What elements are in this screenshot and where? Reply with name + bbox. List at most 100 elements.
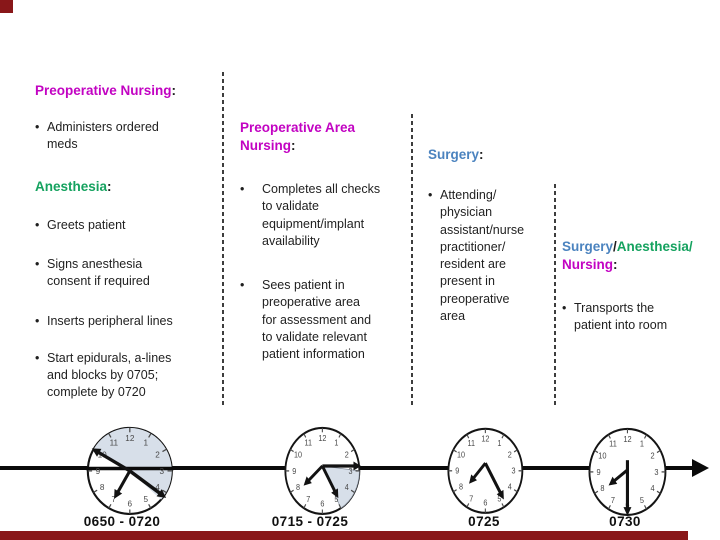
clock-face-number: 2 (650, 451, 654, 461)
heading-segment: : (171, 83, 177, 98)
heading-segment: Preoperative Area Nursing (240, 120, 356, 153)
clock-face-number: 4 (650, 484, 655, 494)
clock-face-number: 1 (334, 438, 338, 448)
bullet-text: Attending/ physician assistant/nurse pra… (440, 188, 525, 324)
clock-face-number: 12 (481, 434, 489, 444)
bullet-icon: • (35, 217, 40, 232)
clock-face-number: 9 (292, 466, 296, 476)
bullet-item: •Start epidurals, a-lines and blocks by … (35, 350, 211, 402)
bullet-icon: • (562, 301, 567, 315)
clock-face-number: 5 (639, 496, 644, 506)
clock-hand (483, 462, 504, 500)
bullet-icon: • (240, 182, 245, 196)
clock-face-number: 3 (348, 466, 353, 476)
bullet-icon: • (35, 256, 40, 271)
bullet-item: •Signs anesthesia consent if required (35, 256, 211, 291)
clock-face-number: 6 (128, 499, 133, 509)
heading-segment: Nursing (562, 257, 614, 272)
heading-segment: : (613, 257, 618, 272)
clock-face-number: 9 (596, 467, 601, 477)
clock-face-number: 1 (144, 437, 149, 447)
clock-face-number: 7 (306, 495, 310, 505)
column-preoperative-nursing: Preoperative Nursing: • Administers ordere… (35, 82, 211, 402)
heading-surgery: Surgery: (428, 146, 556, 164)
clock-face-number: 2 (507, 450, 511, 460)
heading-surgery-anesthesia-nursing: Surgery/Anesthesia/ Nursing: (562, 238, 717, 274)
bullet-item: • Sees patient in preoperative area for a… (240, 277, 408, 363)
clock-hand (321, 461, 361, 471)
corner-accent-square (0, 0, 13, 13)
heading-segment: Surgery (428, 147, 480, 162)
clock-hand (608, 468, 628, 486)
clock-face-number: 3 (160, 466, 165, 476)
bullet-icon: • (35, 350, 40, 365)
clock-face-number: 6 (483, 498, 487, 508)
clock-face-number: 3 (511, 466, 515, 476)
heading-preoperative-nursing: Preoperative Nursing: (35, 82, 211, 100)
bottom-accent-bar (0, 531, 688, 540)
clock-face-number: 11 (467, 439, 474, 449)
heading-segment: Preoperative Nursing (35, 83, 172, 98)
clock-face-number: 8 (296, 483, 301, 493)
column-surgery: Surgery: • Attending/ physician assistant/… (428, 146, 556, 325)
clock-hand (114, 470, 132, 499)
bullet-icon: • (35, 120, 40, 134)
clock-face-number: 11 (609, 439, 617, 449)
clock-face-number: 12 (318, 434, 326, 444)
clock-hand (320, 465, 338, 499)
bullet-text: Transports the patient into room (574, 301, 668, 333)
clock-time-label: 0730 (609, 514, 641, 529)
heading-preoperative-area-nursing: Preoperative Area Nursing: (240, 119, 408, 155)
clock-face-number: 7 (469, 494, 473, 504)
bullet-item: • Administers ordered meds (35, 119, 211, 154)
clock-face-number: 8 (600, 484, 605, 494)
clock-face-number: 9 (96, 466, 101, 476)
bullet-text: Greets patient (47, 217, 126, 232)
clock-face-number: 8 (100, 482, 105, 492)
heading-segment: Anesthesia (35, 178, 108, 194)
heading-anesthesia: Anesthesia: (35, 178, 211, 196)
clock-face-number: 2 (344, 450, 348, 460)
clock-face-number: 1 (497, 439, 501, 449)
clock-time-label: 0725 (468, 514, 500, 529)
clock-face-number: 3 (654, 467, 659, 477)
clock-time-label: 0650 - 0720 (83, 514, 161, 529)
clock-face-number: 6 (320, 499, 325, 509)
clock-face-number: 1 (639, 439, 644, 449)
clock-face-number: 10 (457, 450, 465, 460)
clock-face-number: 4 (507, 482, 512, 492)
clock-face-number: 5 (334, 495, 339, 505)
bullet-item: • Attending/ physician assistant/nurse pr… (428, 187, 556, 325)
bullet-icon: • (35, 314, 40, 329)
separator-dashed-line-3 (554, 184, 556, 407)
clock-hand (91, 448, 131, 473)
column-preoperative-area-nursing: Preoperative Area Nursing: • Completes all… (240, 119, 408, 364)
bullet-item: •Inserts peripheral lines (35, 313, 211, 330)
separator-dashed-line-1 (222, 72, 224, 407)
bullet-item: • Completes all checks to validate equipm… (240, 181, 408, 250)
clock-hand (128, 469, 167, 498)
clock-face-number: 5 (497, 494, 501, 504)
clock-hand (468, 462, 486, 484)
heading-segment: Anesthesia/ (616, 239, 693, 254)
bullet-icon: • (428, 188, 433, 202)
clock-face-number: 5 (144, 494, 149, 504)
heading-segment: / (613, 239, 617, 254)
clock-face-number: 12 (125, 433, 135, 443)
bullet-text: Completes all checks to validate equipme… (262, 182, 381, 248)
bullet-item: • Greets patient (35, 217, 211, 234)
clock-face-number: 9 (455, 466, 459, 476)
clock-face-number: 2 (155, 449, 160, 459)
bullet-text: Sees patient in preoperative area for as… (262, 278, 372, 362)
heading-segment: Surgery (562, 239, 614, 254)
clock-face-number: 12 (623, 435, 631, 445)
clock-face-number: 7 (610, 496, 614, 506)
bullet-icon: • (240, 278, 245, 293)
clock-hand (303, 464, 323, 486)
bullet-text: Administers ordered meds (47, 120, 159, 152)
